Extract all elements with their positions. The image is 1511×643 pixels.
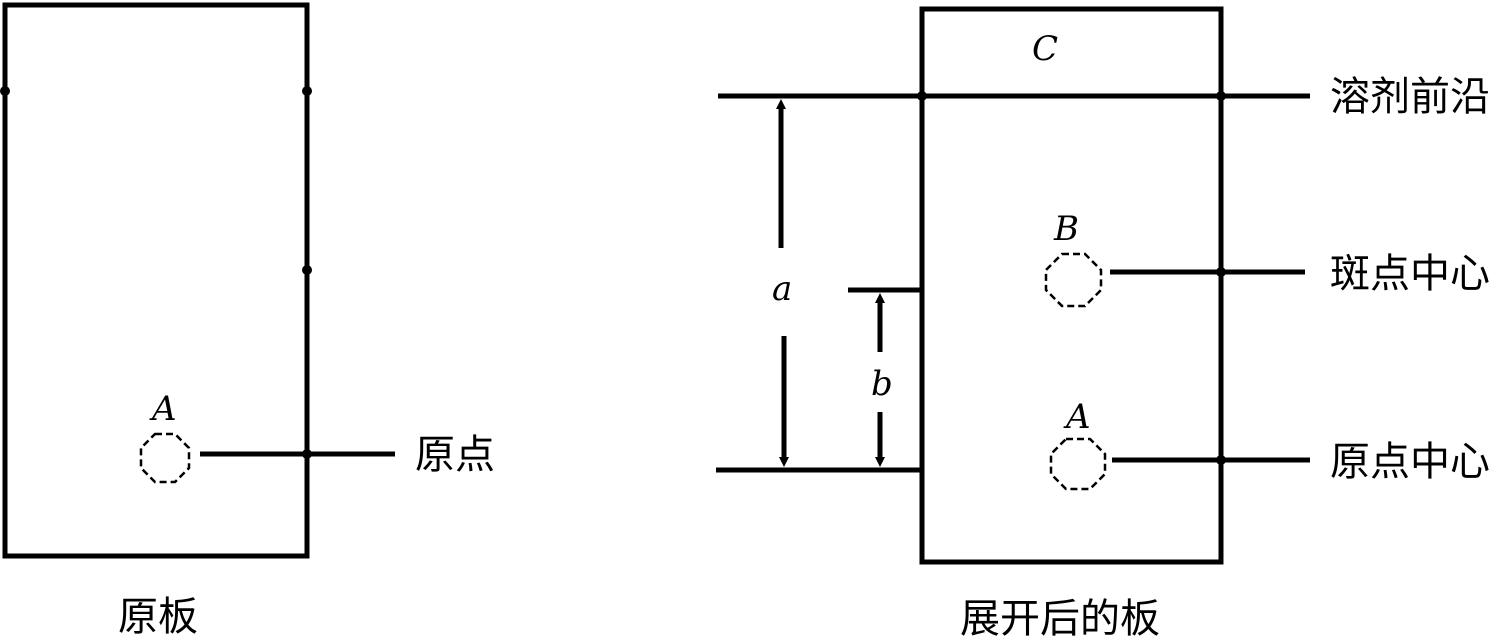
plate-edge-dot [302, 86, 312, 96]
original-plate: A 原点 原板 [0, 2, 495, 640]
spot-center-label: 斑点中心 [1330, 251, 1490, 297]
origin-center-label: 原点中心 [1330, 439, 1490, 485]
solvent-front-dot [1216, 91, 1226, 101]
plate-edge-dot [302, 265, 312, 275]
developed-plate-caption: 展开后的板 [960, 596, 1160, 642]
distance-b-label: b [871, 364, 893, 404]
developed-plate: C 溶剂前沿 B 斑点中心 A 原点中心 a b 展 [716, 6, 1490, 642]
original-plate-outline [2, 2, 310, 559]
spot-a-original [139, 432, 191, 484]
spot-center-dot [1216, 267, 1226, 277]
distance-a-label: a [772, 269, 792, 309]
origin-leader-dot [302, 449, 312, 459]
plate-edge-dot [0, 86, 10, 96]
spot-a-original-label: A [149, 389, 177, 429]
region-c-label: C [1032, 29, 1058, 69]
developed-plate-outline [919, 6, 1224, 565]
solvent-front-dot [917, 91, 927, 101]
origin-center-dot [1216, 455, 1226, 465]
origin-label: 原点 [415, 432, 495, 478]
spot-a-developed [1049, 437, 1107, 491]
original-plate-caption: 原板 [118, 594, 198, 640]
spot-b [1044, 252, 1103, 308]
solvent-front-label: 溶剂前沿 [1330, 74, 1490, 120]
spot-b-label: B [1053, 209, 1079, 249]
spot-a-developed-label: A [1063, 397, 1091, 437]
